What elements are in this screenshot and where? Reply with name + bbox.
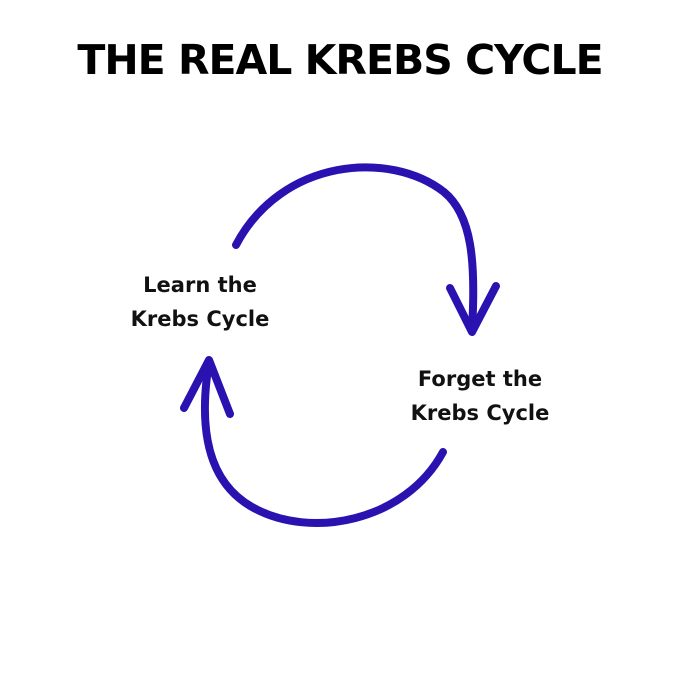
node-forget: Forget the Krebs Cycle bbox=[380, 362, 580, 430]
diagram-title: THE REAL KREBS CYCLE bbox=[77, 36, 603, 84]
node-forget-line2: Krebs Cycle bbox=[410, 401, 550, 425]
top-arrowhead bbox=[446, 282, 500, 336]
node-forget-line1: Forget the bbox=[417, 367, 543, 391]
node-learn: Learn the Krebs Cycle bbox=[100, 268, 300, 336]
node-learn-line1: Learn the bbox=[143, 273, 257, 297]
bottom-arc-arrow bbox=[200, 358, 447, 527]
top-arc-arrow bbox=[232, 163, 478, 334]
bottom-arrowhead bbox=[180, 356, 234, 418]
node-learn-line2: Krebs Cycle bbox=[130, 307, 270, 331]
